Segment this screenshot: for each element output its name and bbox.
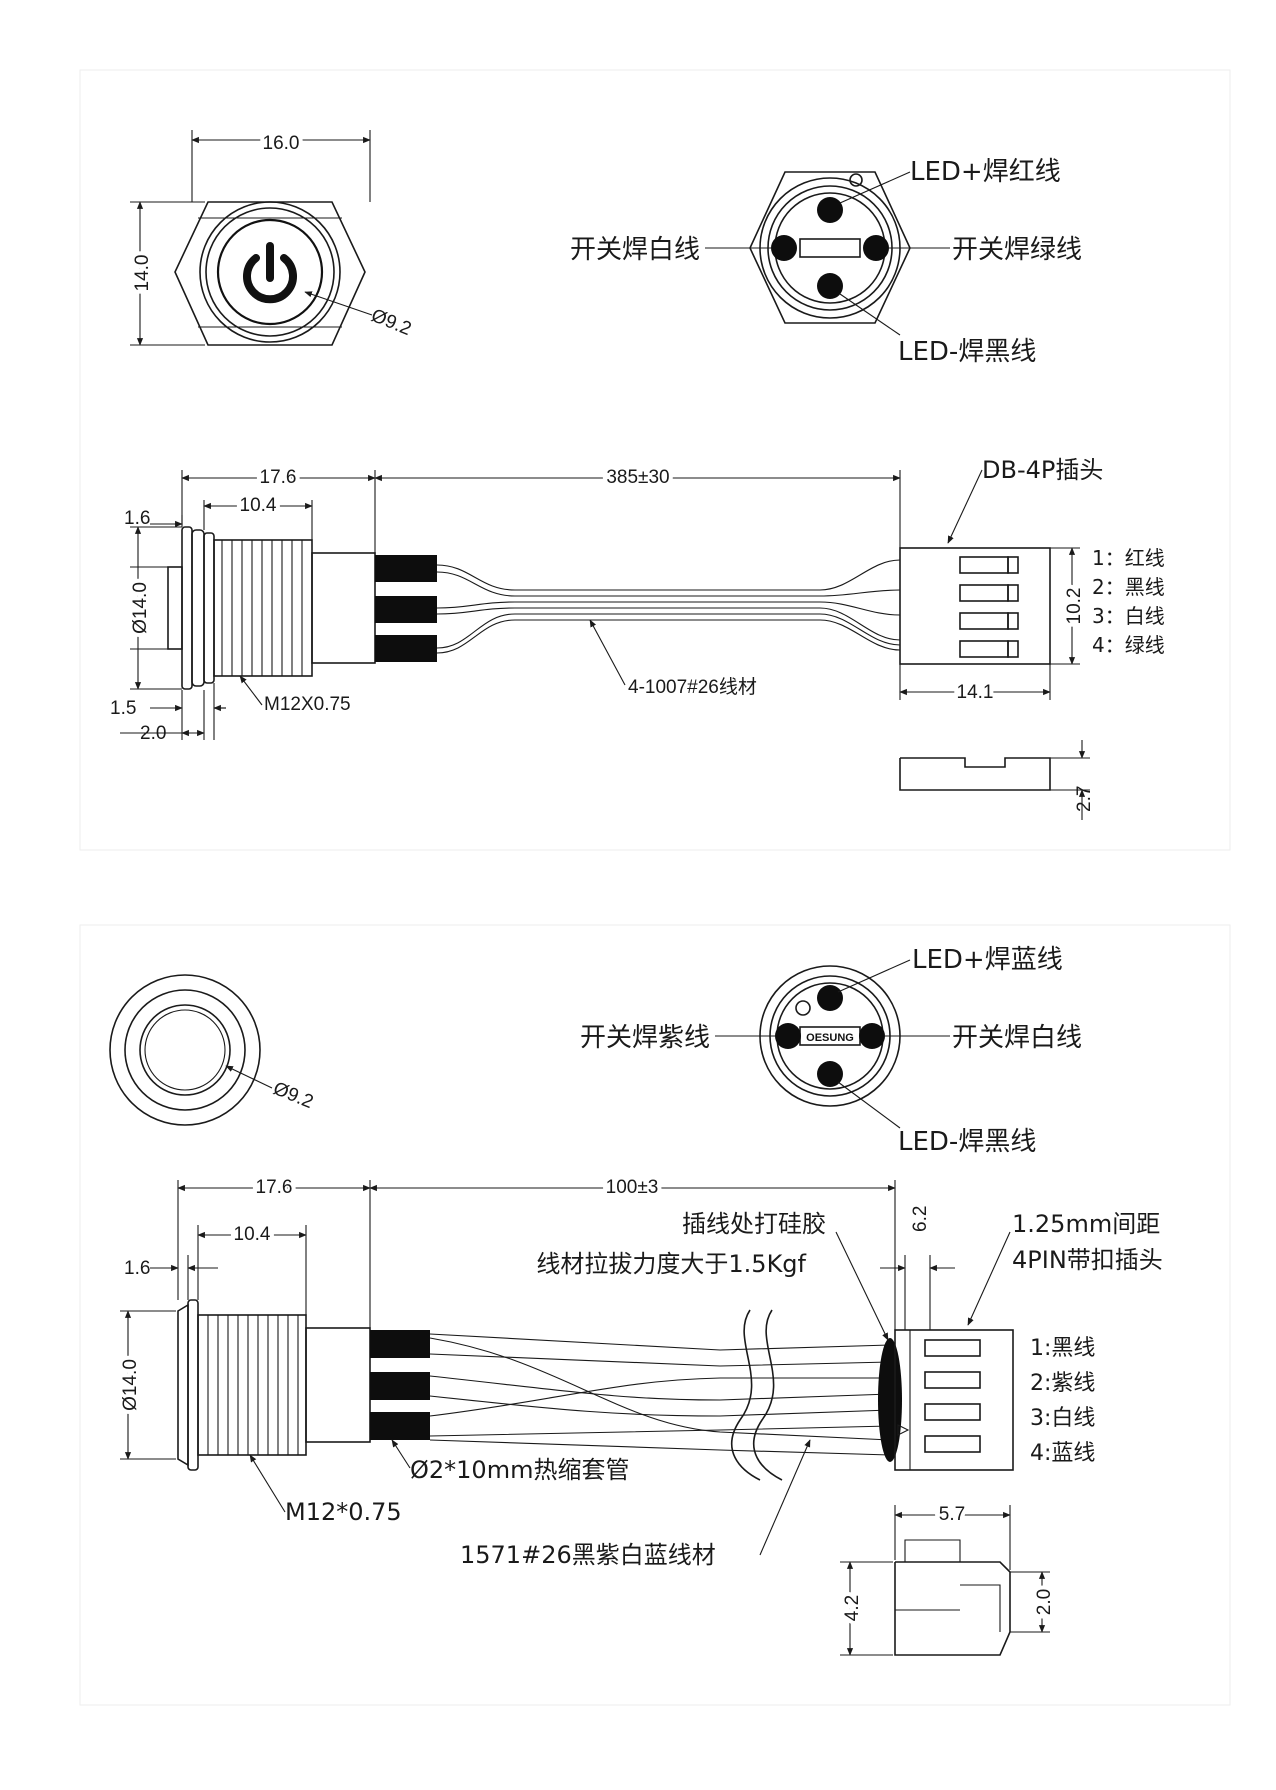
bottom-pin-view: OESUNG LED+焊蓝线 开关焊紫线 开关焊白线 LED-焊黑线 [580, 945, 1082, 1157]
bottom-side-view: 17.6 100±3 10.4 1.6 Ø14.0 M12*0.75 Ø2*10… [116, 1173, 1163, 1656]
top-dia: Ø14.0 [130, 582, 151, 634]
bottom-front-view: Ø9.2 [109, 974, 316, 1126]
top-switch-right-label: 开关焊绿线 [952, 235, 1082, 265]
bottom-shrink-label: Ø2*10mm热缩套管 [410, 1456, 629, 1484]
top-front-view: 16.0 14.0 Ø9.2 [128, 129, 414, 346]
top-pin-view: LED+焊红线 开关焊白线 开关焊绿线 LED-焊黑线 [570, 157, 1082, 367]
top-wire-4: 4：绿线 [1092, 633, 1165, 657]
bottom-c20: 2.0 [1034, 1589, 1055, 1615]
top-connector-slots [959, 556, 1019, 658]
bottom-panel-frame [79, 924, 1231, 1706]
top-len-thread: 10.4 [240, 495, 277, 516]
top-panel-frame [79, 69, 1231, 851]
top-flange: 1.6 [124, 508, 150, 529]
top-len-total: 17.6 [260, 467, 297, 488]
top-d15: 1.5 [110, 698, 136, 719]
bottom-flange: 1.6 [124, 1258, 150, 1279]
bottom-logo: OESUNG [806, 1032, 854, 1044]
bottom-thread-label: M12*0.75 [285, 1498, 402, 1526]
power-icon [243, 242, 297, 304]
bottom-d62: 6.2 [910, 1206, 931, 1232]
bottom-glue-2: 线材拉拔力度大于1.5Kgf [536, 1250, 806, 1278]
bottom-wire-2: 2:紫线 [1030, 1371, 1095, 1396]
top-connector-label: DB-4P插头 [982, 456, 1103, 484]
top-thread [221, 540, 303, 676]
bottom-conn-1: 1.25mm间距 [1012, 1210, 1160, 1238]
top-cable-len: 385±30 [606, 467, 669, 488]
bottom-led-plus-label: LED+焊蓝线 [912, 945, 1063, 975]
top-front-dia: Ø9.2 [368, 305, 414, 340]
bottom-thread [207, 1315, 299, 1455]
bottom-len-thread: 10.4 [234, 1224, 271, 1245]
top-led-plus-label: LED+焊红线 [910, 157, 1061, 187]
top-led-minus-label: LED-焊黑线 [898, 337, 1036, 367]
bottom-led-minus-label: LED-焊黑线 [898, 1127, 1036, 1157]
bottom-dia: Ø14.0 [120, 1359, 141, 1411]
bottom-c57: 5.7 [939, 1504, 965, 1525]
top-conn-w: 14.1 [957, 682, 994, 703]
top-thread-label: M12X0.75 [264, 694, 351, 715]
bottom-front-dia: Ø9.2 [270, 1078, 316, 1113]
bottom-wire-4: 4:蓝线 [1030, 1441, 1095, 1466]
bottom-len-total: 17.6 [256, 1177, 293, 1198]
bottom-c42: 4.2 [842, 1595, 863, 1621]
bottom-glue-1: 插线处打硅胶 [682, 1210, 826, 1238]
bottom-wire-label: 1571#26黑紫白蓝线材 [460, 1541, 716, 1569]
top-front-height: 14.0 [132, 255, 153, 292]
top-conn-h: 10.2 [1064, 588, 1085, 625]
bottom-switch-right-label: 开关焊白线 [952, 1023, 1082, 1053]
bottom-conn-2: 4PIN带扣插头 [1012, 1246, 1163, 1274]
top-switch-left-label: 开关焊白线 [570, 235, 700, 265]
bottom-cable-len: 100±3 [606, 1177, 659, 1198]
top-wire-2: 2：黑线 [1092, 575, 1165, 599]
top-side-view: 17.6 385±30 10.4 1.6 Ø14.0 1.5 2.0 M12X0… [110, 456, 1165, 820]
bottom-wire-3: 3:白线 [1030, 1406, 1095, 1431]
top-front-width: 16.0 [263, 133, 300, 154]
top-d20: 2.0 [140, 723, 166, 744]
top-wire-3: 3：白线 [1092, 604, 1165, 628]
top-wire-label: 4-1007#26线材 [628, 676, 757, 698]
bottom-switch-left-label: 开关焊紫线 [580, 1023, 710, 1053]
bottom-connector-slots [909, 1329, 1013, 1470]
top-conn-t: 2.7 [1074, 786, 1095, 812]
top-wire-1: 1：红线 [1092, 546, 1165, 570]
bottom-wire-1: 1:黑线 [1030, 1336, 1095, 1361]
